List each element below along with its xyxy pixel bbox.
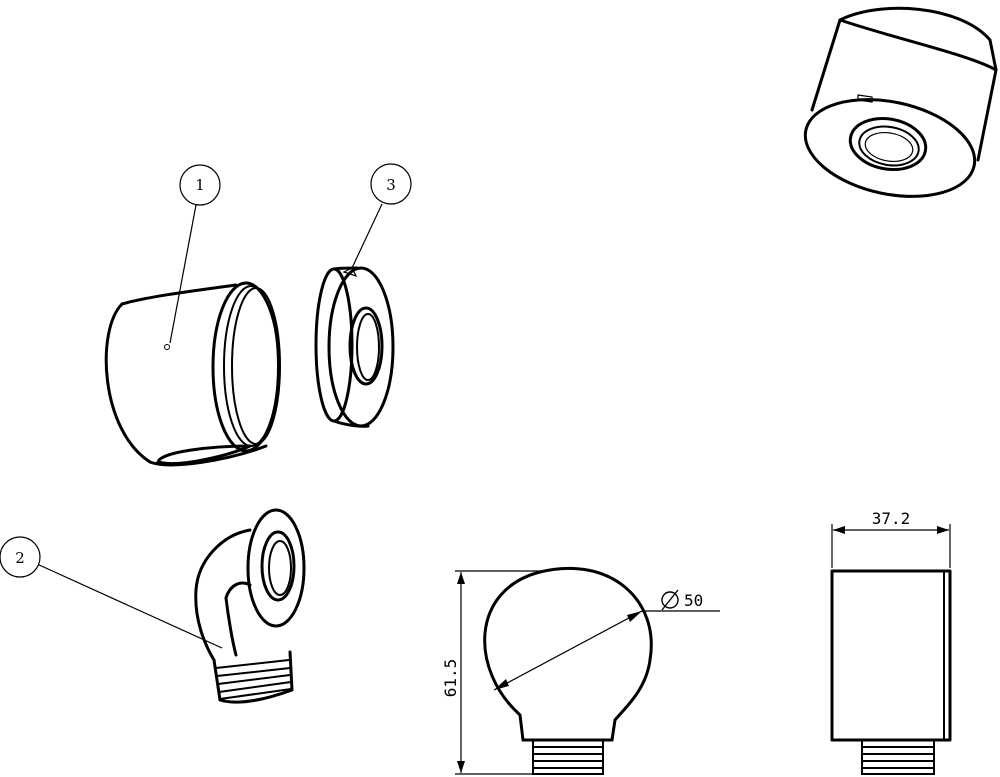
front-thread	[532, 739, 604, 775]
balloon-2-label: 2	[15, 549, 25, 567]
side-view: 37.2	[830, 509, 952, 775]
width-dimension: 37.2	[872, 509, 911, 528]
part-2-elbow	[194, 508, 306, 704]
isometric-view	[803, 6, 998, 198]
balloon-1: 1	[169, 164, 221, 344]
side-thread	[861, 739, 935, 775]
balloon-3: 3	[351, 163, 412, 269]
balloon-3-label: 3	[386, 176, 396, 194]
diameter-symbol-icon	[661, 591, 679, 609]
balloon-1-label: 1	[195, 176, 205, 194]
elbow-thread	[215, 659, 292, 700]
front-view: 61.5 50	[441, 566, 720, 775]
diameter-dimension: 50	[684, 591, 703, 610]
height-dimension: 61.5	[441, 659, 460, 698]
balloon-2: 2	[0, 536, 223, 649]
part-1-sleeve	[104, 281, 281, 467]
part-3-flange	[314, 266, 395, 428]
